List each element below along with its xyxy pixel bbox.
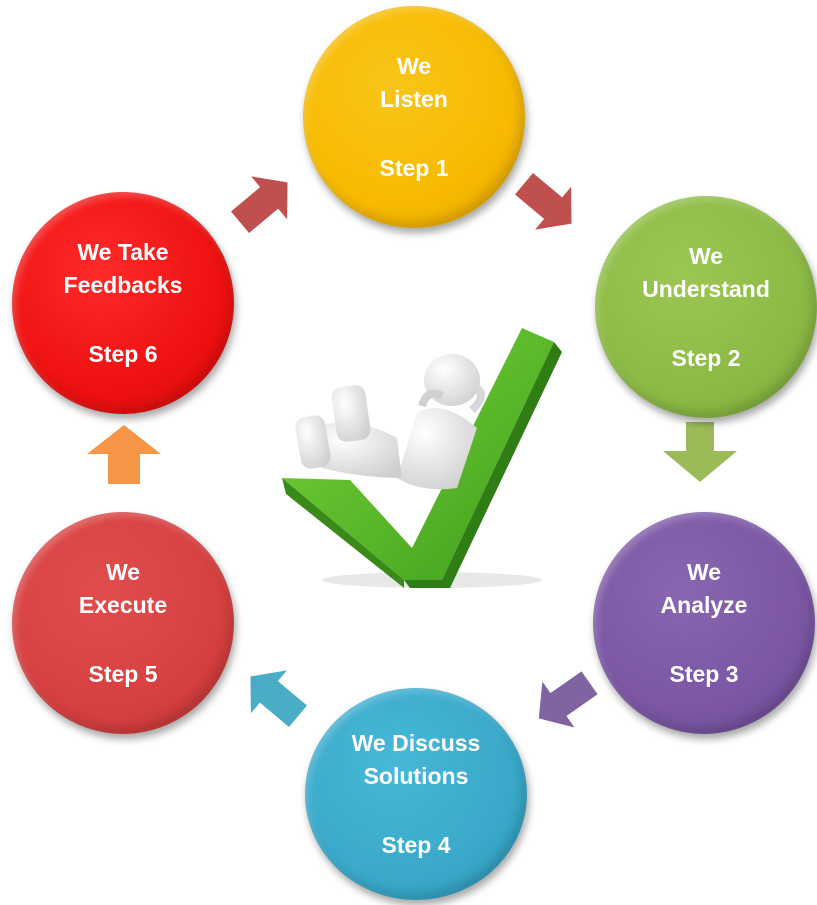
- arrow-step6-to-step1: [231, 176, 288, 234]
- step-1-title: We Listen: [380, 52, 448, 112]
- step-1-label: Step 1: [379, 154, 449, 181]
- arrow-shape: [87, 425, 161, 484]
- step-1-circle[interactable]: We Listen Step 1: [303, 6, 525, 228]
- arrow-step1-to-step2: [515, 172, 572, 230]
- step-2-title: We Understand: [642, 242, 770, 302]
- arrow-step2-to-step3: [663, 422, 737, 482]
- arrow-shape: [538, 671, 598, 728]
- step-4-title: We Discuss Solutions: [351, 729, 481, 789]
- person-on-checkmark-icon: [282, 328, 562, 588]
- step-3-title: We Analyze: [660, 558, 748, 618]
- arrow-step3-to-step4: [538, 671, 598, 728]
- step-5-label: Step 5: [88, 660, 158, 687]
- arrow-shape: [515, 172, 572, 230]
- arrow-shape: [231, 176, 288, 234]
- arrow-shape: [250, 670, 307, 728]
- arrow-step4-to-step5: [250, 670, 307, 728]
- step-3-label: Step 3: [669, 660, 739, 687]
- step-6-title: We Take Feedbacks: [63, 238, 183, 298]
- arrow-shape: [663, 422, 737, 482]
- step-5-circle[interactable]: We Execute Step 5: [12, 512, 234, 734]
- step-6-circle[interactable]: We Take Feedbacks Step 6: [12, 192, 234, 414]
- step-6-label: Step 6: [88, 340, 158, 367]
- step-4-label: Step 4: [381, 831, 451, 858]
- step-3-circle[interactable]: We Analyze Step 3: [593, 512, 815, 734]
- step-4-circle[interactable]: We Discuss Solutions Step 4: [305, 688, 527, 900]
- step-5-title: We Execute: [78, 558, 168, 618]
- step-2-circle[interactable]: We Understand Step 2: [595, 196, 817, 418]
- step-2-label: Step 2: [671, 344, 741, 371]
- arrow-step5-to-step6: [87, 425, 161, 484]
